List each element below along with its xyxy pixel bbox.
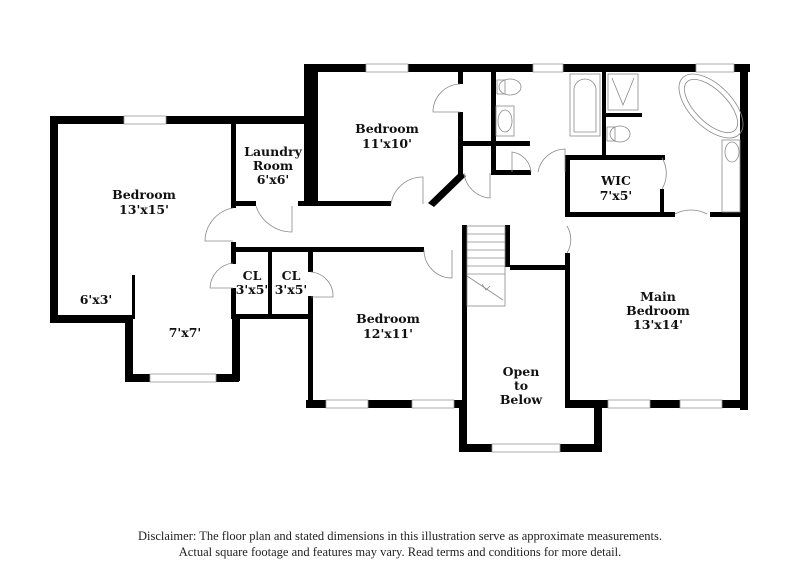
- open-below-2: to: [514, 378, 528, 393]
- sink-icon: [495, 105, 515, 137]
- bathtub-icon: [569, 73, 601, 137]
- main-bedroom-name-2: Bedroom: [626, 303, 690, 318]
- bedroom-north-dims: 11'x10': [362, 136, 412, 151]
- toilet-icon: [498, 78, 522, 96]
- stairs-icon: [466, 225, 506, 307]
- freestanding-tub-icon: [678, 73, 744, 139]
- bedroom-south-name: Bedroom: [356, 311, 420, 326]
- bedroom-west-name: Bedroom: [112, 187, 176, 202]
- walls: [50, 64, 750, 452]
- closet-2-dims: 3'x5': [275, 282, 308, 297]
- nook-bay-dims: 7'x7': [169, 325, 202, 340]
- vanity-icon: [721, 139, 741, 213]
- disclaimer-line-2: Actual square footage and features may v…: [178, 545, 622, 559]
- closet-2-name: CL: [282, 268, 301, 283]
- bedroom-south-dims: 12'x11': [363, 326, 413, 341]
- closet-1-dims: 3'x5': [236, 282, 269, 297]
- closet-1-name: CL: [243, 268, 262, 283]
- wic-name: WIC: [600, 173, 631, 188]
- room-labels: Bedroom 13'x15' 6'x3' 7'x7' Laundry Room…: [80, 121, 690, 407]
- shower-icon: [607, 73, 639, 111]
- laundry-name-2: Room: [253, 158, 293, 173]
- doors: [204, 83, 708, 298]
- fixtures: [466, 73, 744, 307]
- toilet-icon: [609, 125, 631, 143]
- laundry-dims: 6'x6': [257, 172, 290, 187]
- nook-small-dims: 6'x3': [80, 292, 113, 307]
- disclaimer-line-1: Disclaimer: The floor plan and stated di…: [138, 529, 662, 543]
- open-below-1: Open: [503, 364, 540, 379]
- bedroom-west-dims: 13'x15': [119, 202, 169, 217]
- main-bedroom-name-1: Main: [640, 289, 676, 304]
- laundry-name-1: Laundry: [244, 144, 302, 159]
- bedroom-north-name: Bedroom: [355, 121, 419, 136]
- open-below-3: Below: [500, 392, 544, 407]
- wic-dims: 7'x5': [600, 188, 633, 203]
- windows: [123, 63, 735, 453]
- main-bedroom-dims: 13'x14': [633, 317, 683, 332]
